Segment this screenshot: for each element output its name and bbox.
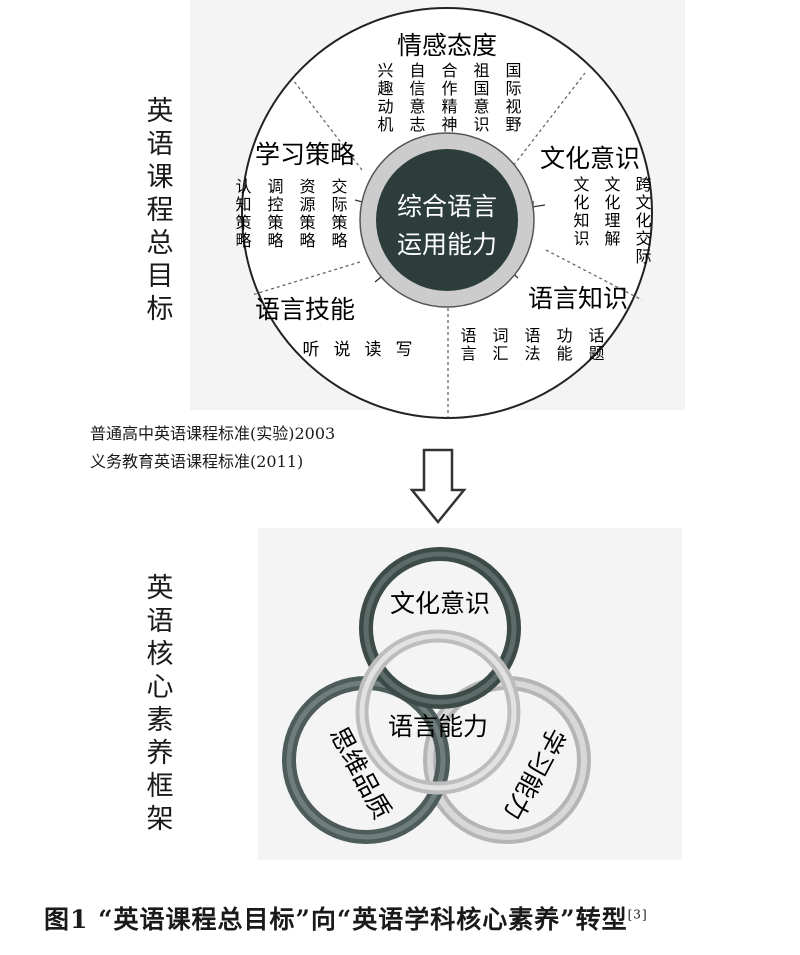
core-label-line1: 综合语言 bbox=[397, 192, 497, 221]
section-title-knowledge: 语言知识 bbox=[528, 284, 628, 313]
item-text: 认知策略 bbox=[233, 178, 252, 250]
section-title-strategy: 学习策略 bbox=[255, 140, 355, 169]
core-circle bbox=[376, 149, 518, 291]
course-goal-diagram: 综合语言 运用能力 情感态度 文化意识 语言知识 语言技能 学习策略 兴趣动机 … bbox=[233, 7, 653, 419]
item-text: 合作精神 bbox=[439, 62, 458, 134]
core-literacy-side-label: 英语核心素养框架 bbox=[146, 573, 174, 835]
ring-label-culture: 文化意识 bbox=[390, 589, 490, 618]
caption-text: 图1 “英语课程总目标”向“英语学科核心素养”转型 bbox=[44, 905, 628, 934]
divider-line bbox=[545, 249, 643, 301]
item-text: 写 bbox=[396, 340, 413, 360]
section-title-emotion: 情感态度 bbox=[397, 31, 497, 60]
core-label-line2: 运用能力 bbox=[397, 230, 497, 259]
item-text: 祖国意识 bbox=[471, 62, 490, 134]
item-text: 读 bbox=[365, 340, 382, 360]
item-text: 语法 bbox=[522, 327, 541, 363]
item-text: 话题 bbox=[586, 327, 605, 363]
item-text: 跨文化交际 bbox=[633, 176, 652, 266]
divider-line bbox=[292, 79, 363, 171]
course-goal-side-label: 英语课程总目标 bbox=[146, 96, 174, 325]
item-text: 文化理解 bbox=[602, 176, 621, 248]
section-title-culture: 文化意识 bbox=[540, 144, 640, 173]
item-text: 交际策略 bbox=[329, 178, 348, 250]
item-text: 词汇 bbox=[490, 327, 509, 363]
ring-label-language: 语言能力 bbox=[388, 712, 488, 741]
item-text: 功能 bbox=[554, 327, 573, 363]
source-line-2: 义务教育英语课程标准(2011) bbox=[90, 452, 304, 471]
item-text: 听 bbox=[303, 340, 320, 360]
item-text: 文化知识 bbox=[571, 176, 590, 248]
source-line-1: 普通高中英语课程标准(实验)2003 bbox=[90, 424, 336, 443]
item-text: 说 bbox=[334, 340, 351, 360]
caption-ref: [3] bbox=[627, 907, 648, 922]
item-text: 调控策略 bbox=[265, 178, 284, 250]
item-text: 语言 bbox=[458, 327, 477, 363]
item-text: 国际视野 bbox=[503, 62, 522, 134]
item-text: 兴趣动机 bbox=[375, 62, 394, 134]
divider-line bbox=[251, 261, 361, 296]
divider-line bbox=[509, 72, 586, 171]
section-title-skills: 语言技能 bbox=[255, 295, 355, 324]
figure-caption: 图1 “英语课程总目标”向“英语学科核心素养”转型[3] bbox=[44, 900, 648, 936]
item-text: 资源策略 bbox=[297, 178, 316, 250]
down-arrow-icon bbox=[409, 448, 467, 524]
item-text: 自信意志 bbox=[407, 62, 426, 134]
